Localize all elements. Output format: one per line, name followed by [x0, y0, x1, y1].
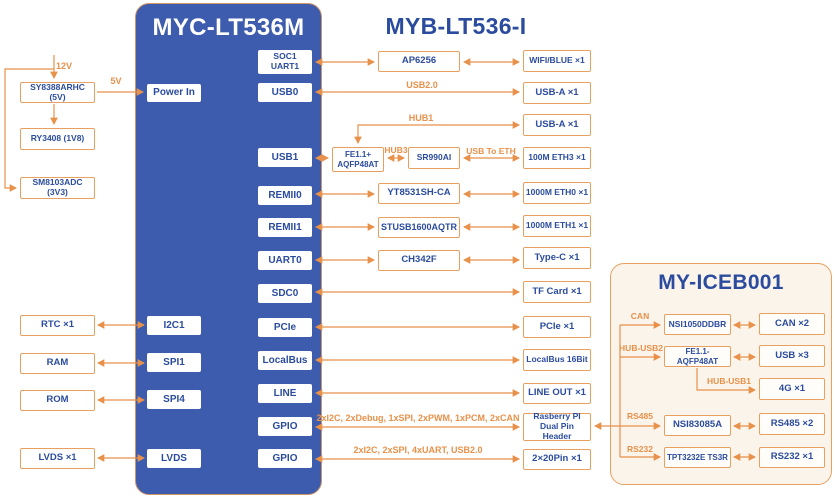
label-rs232: RS232 — [627, 444, 653, 454]
connector-4g-x1: 4G ×1 — [759, 378, 825, 400]
port-remii0: REMII0 — [258, 186, 312, 205]
label-rs485: RS485 — [627, 411, 653, 421]
port-gpio-b: GPIO — [258, 449, 312, 468]
port-spi1: SPI1 — [147, 353, 201, 372]
baseboard-title: MYB-LT536-I — [385, 13, 527, 39]
label-12v: 12V — [55, 61, 73, 71]
chip-nsi83085a: NSI83085A — [664, 415, 731, 436]
connector-can-x2: CAN ×2 — [759, 313, 825, 335]
connector-rs232-x1: RS232 ×1 — [759, 447, 825, 468]
connector-1000m-eth1: 1000M ETH1 ×1 — [523, 215, 591, 237]
port-lvds: LVDS — [147, 449, 201, 468]
label-gpio-b-signals: 2xI2C, 2xSPI, 4xUART, USB2.0 — [353, 445, 483, 455]
connector-raspberry-pi-header: Rasberry PI Dual Pin Header — [523, 411, 591, 441]
peripheral-rom: ROM — [20, 390, 95, 411]
label-hub3: HUB3 — [384, 145, 408, 155]
port-power-in: Power In — [147, 84, 201, 102]
port-localbus: LocalBus — [258, 351, 312, 370]
chip-ch342f: CH342F — [378, 250, 460, 271]
port-pcie: PCIe — [258, 318, 312, 337]
connector-100m-eth3: 100M ETH3 ×1 — [523, 147, 591, 169]
label-can: CAN — [630, 311, 650, 321]
label-hub1: HUB1 — [408, 113, 434, 123]
port-remii1: REMII1 — [258, 218, 312, 237]
chip-fe11-hub: FE1.1+ AQFP48AT — [332, 147, 384, 172]
label-hub-usb2: HUB-USB2 — [619, 343, 663, 353]
connector-tf-card: TF Card ×1 — [523, 281, 591, 303]
chip-tpt3232e-ts3r: TPT3232E TS3R — [664, 447, 731, 468]
chip-fe11-aqfp48at: FE1.1-AQFP48AT — [664, 346, 731, 367]
port-i2c1: I2C1 — [147, 316, 201, 335]
port-usb1: USB1 — [258, 148, 312, 167]
chip-yt8531sh-ca: YT8531SH-CA — [378, 183, 460, 204]
connector-type-c: Type-C ×1 — [523, 247, 591, 269]
label-usb2-0: USB2.0 — [406, 80, 438, 90]
peripheral-lvds: LVDS ×1 — [20, 448, 95, 469]
power-sm8103: SM8103ADC (3V3) — [20, 177, 95, 199]
connector-pcie: PCIe ×1 — [523, 316, 591, 338]
port-usb0: USB0 — [258, 83, 312, 102]
power-ry3408: RY3408 (1V8) — [20, 128, 95, 150]
label-5v: 5V — [110, 76, 122, 86]
connector-2x20pin: 2×20Pin ×1 — [523, 449, 591, 470]
connector-localbus-16bit: LocalBus 16Bit — [523, 349, 591, 371]
expansion-title: MY-ICEB001 — [658, 271, 784, 294]
peripheral-rtc: RTC ×1 — [20, 315, 95, 336]
label-hub-usb1: HUB-USB1 — [707, 376, 751, 386]
chip-nsi1050ddbr: NSI1050DDBR — [664, 314, 731, 335]
chip-stusb1600aqtr: STUSB1600AQTR — [378, 217, 460, 238]
connector-line-out: LINE OUT ×1 — [523, 383, 591, 404]
port-gpio-a: GPIO — [258, 417, 312, 436]
connector-usb-a-2: USB-A ×1 — [523, 114, 591, 136]
port-line: LINE — [258, 384, 312, 403]
port-uart0: UART0 — [258, 251, 312, 270]
chip-ap6256: AP6256 — [378, 51, 460, 72]
port-sdc0: SDC0 — [258, 284, 312, 303]
connector-wifi-blue: WIFI/BLUE ×1 — [523, 50, 591, 72]
connector-rs485-x2: RS485 ×2 — [759, 413, 825, 435]
label-gpio-a-signals: 2xI2C, 2xDebug, 1xSPI, 2xPWM, 1xPCM, 2xC… — [316, 413, 520, 423]
label-usb-to-eth: USB To ETH — [466, 146, 516, 156]
som-title: MYC-LT536M — [152, 14, 305, 41]
peripheral-ram: RAM — [20, 353, 95, 374]
port-soc1-uart1: SOC1 UART1 — [258, 50, 312, 74]
connector-usb-a-1: USB-A ×1 — [523, 82, 591, 104]
chip-sr990ai: SR990AI — [408, 147, 460, 169]
connector-1000m-eth0: 1000M ETH0 ×1 — [523, 182, 591, 204]
connector-usb-x3: USB ×3 — [759, 345, 825, 367]
power-sy8388: SY8388ARHC (5V) — [20, 82, 95, 103]
port-spi4: SPI4 — [147, 390, 201, 409]
